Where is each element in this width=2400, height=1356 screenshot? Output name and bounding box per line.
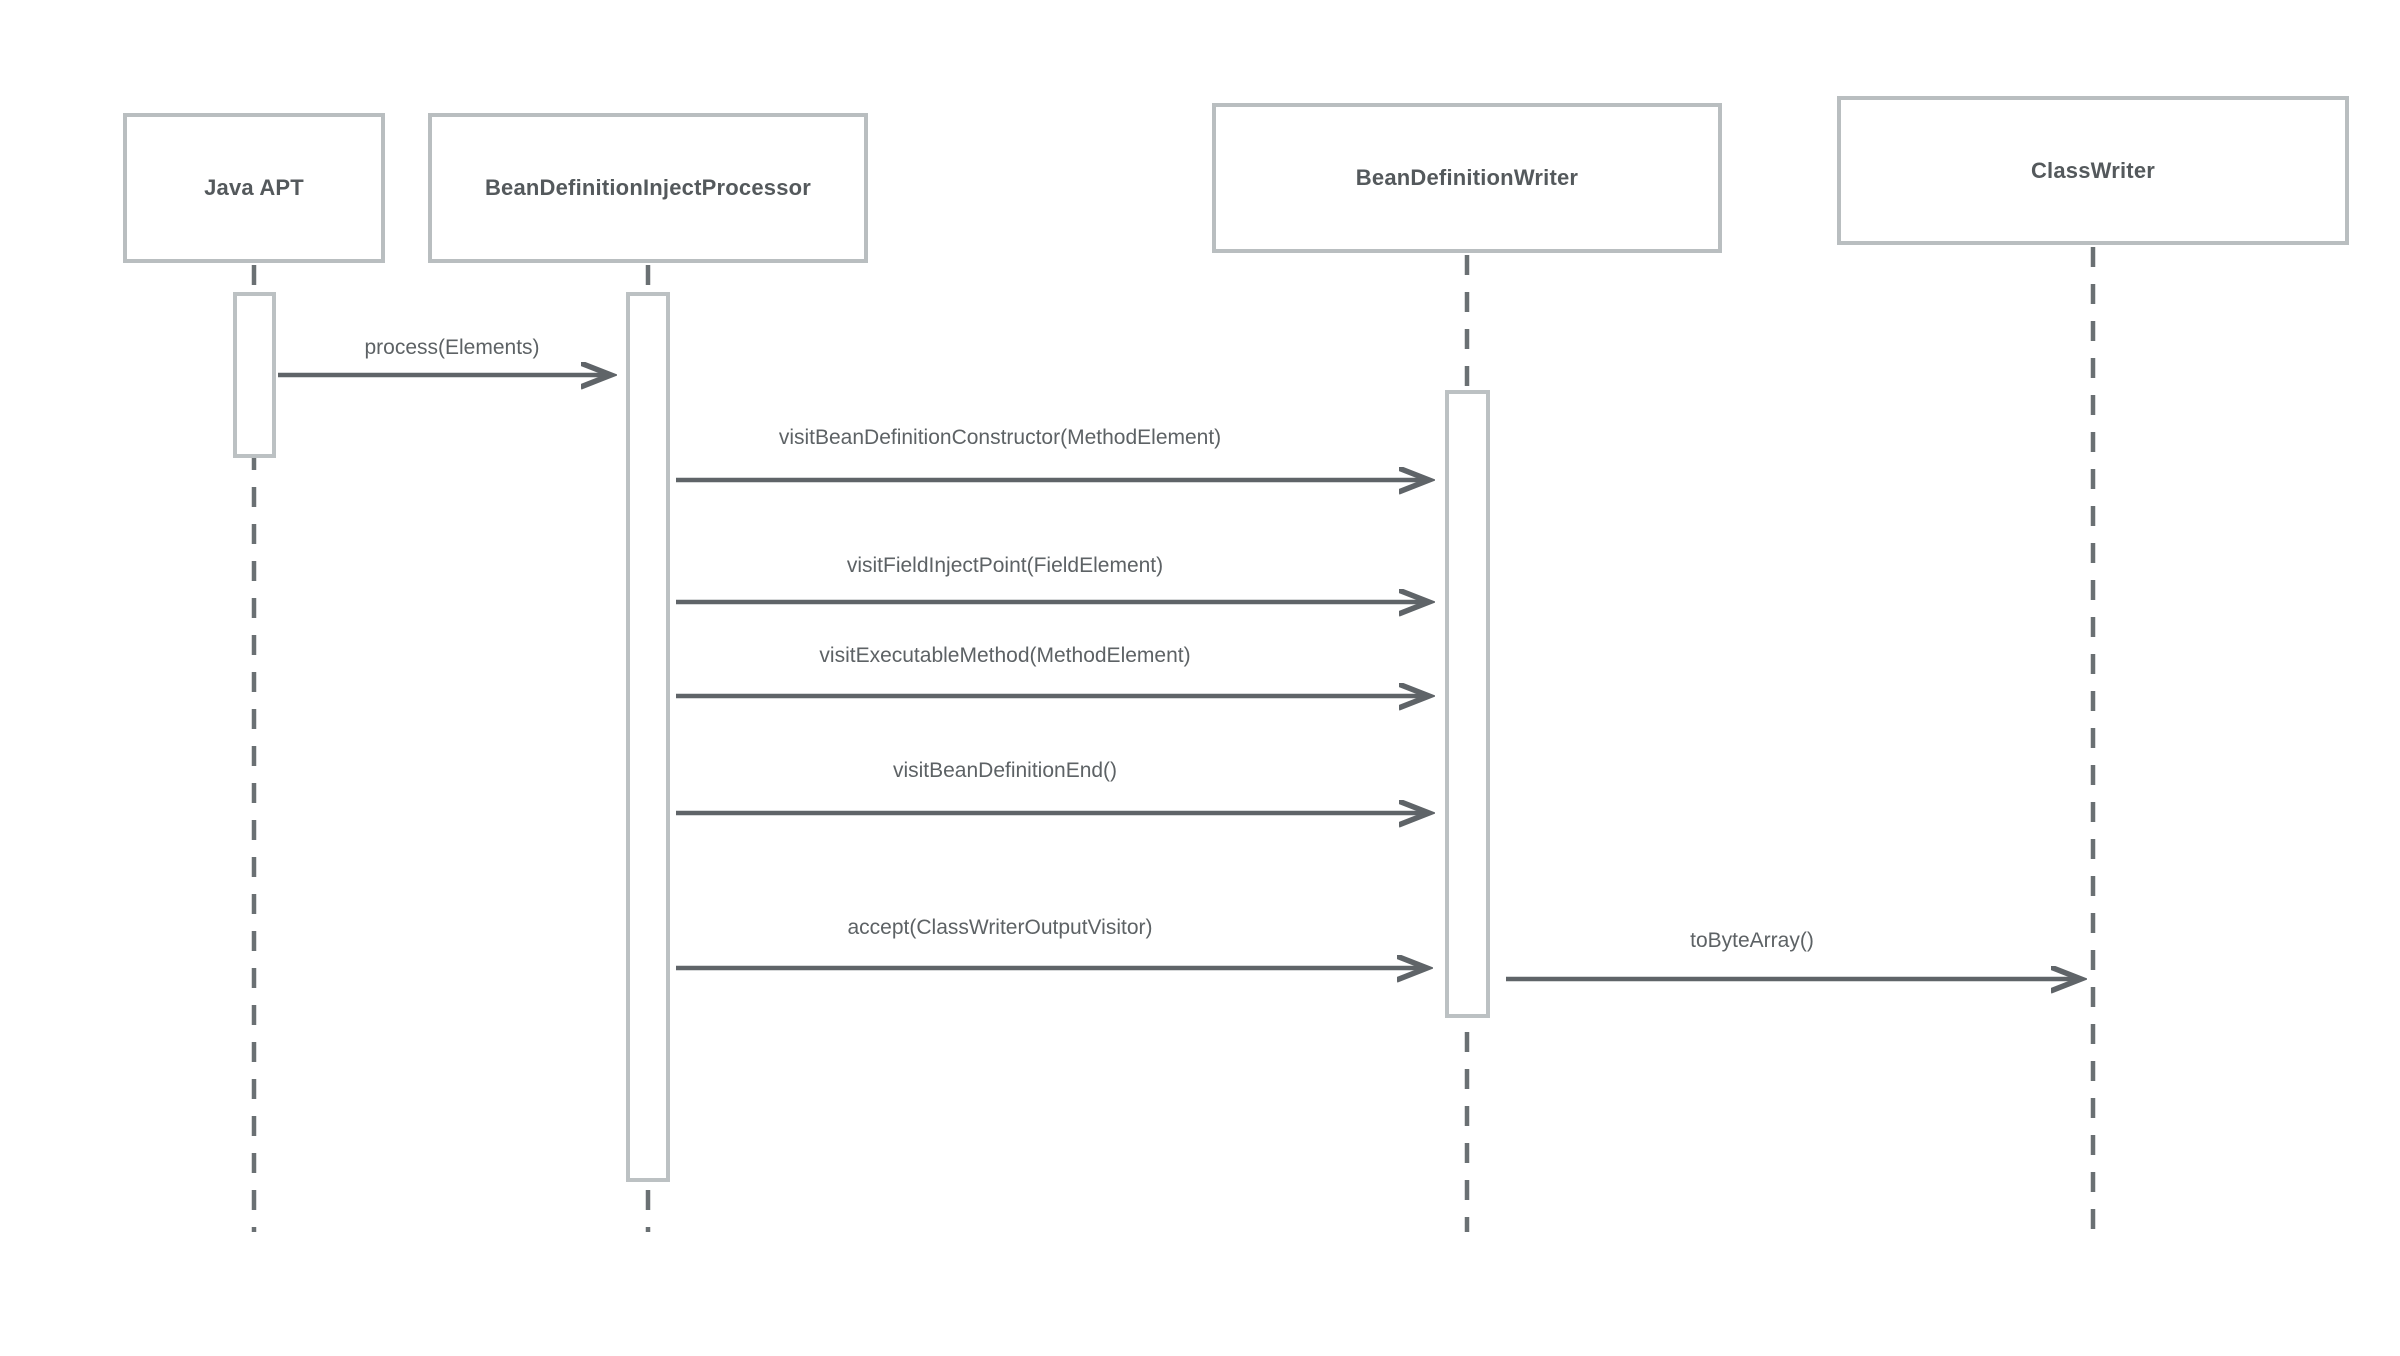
- participant-java-apt-label: Java APT: [204, 175, 304, 200]
- message-label-visit-field-inject-point: visitFieldInjectPoint(FieldElement): [846, 554, 1164, 577]
- participant-bean-definition-writer: BeanDefinitionWriter: [1212, 103, 1722, 253]
- participant-class-writer-label: ClassWriter: [2030, 157, 2156, 183]
- participant-bean-definition-inject-processor-label: BeanDefinitionInjectProcessor: [484, 175, 812, 200]
- activation-bean-definition-writer: [1445, 390, 1490, 1018]
- message-label-to-byte-array: toByteArray(): [1690, 929, 1814, 952]
- participant-bean-definition-inject-processor: BeanDefinitionInjectProcessor: [428, 113, 868, 263]
- message-label-visit-bean-definition-constructor: visitBeanDefinitionConstructor(MethodEle…: [778, 426, 1222, 449]
- activation-bean-definition-inject-processor: [626, 292, 670, 1182]
- message-label-accept-class-writer-output-visitor: accept(ClassWriterOutputVisitor): [847, 916, 1153, 939]
- participant-java-apt: Java APT: [123, 113, 385, 263]
- activation-java-apt: [233, 292, 276, 458]
- participant-bean-definition-writer-label: BeanDefinitionWriter: [1355, 165, 1579, 190]
- participant-class-writer: ClassWriter: [1837, 96, 2349, 245]
- message-label-visit-executable-method: visitExecutableMethod(MethodElement): [819, 644, 1191, 667]
- message-label-visit-bean-definition-end: visitBeanDefinitionEnd(): [892, 759, 1118, 782]
- message-label-process-elements: process(Elements): [364, 336, 540, 359]
